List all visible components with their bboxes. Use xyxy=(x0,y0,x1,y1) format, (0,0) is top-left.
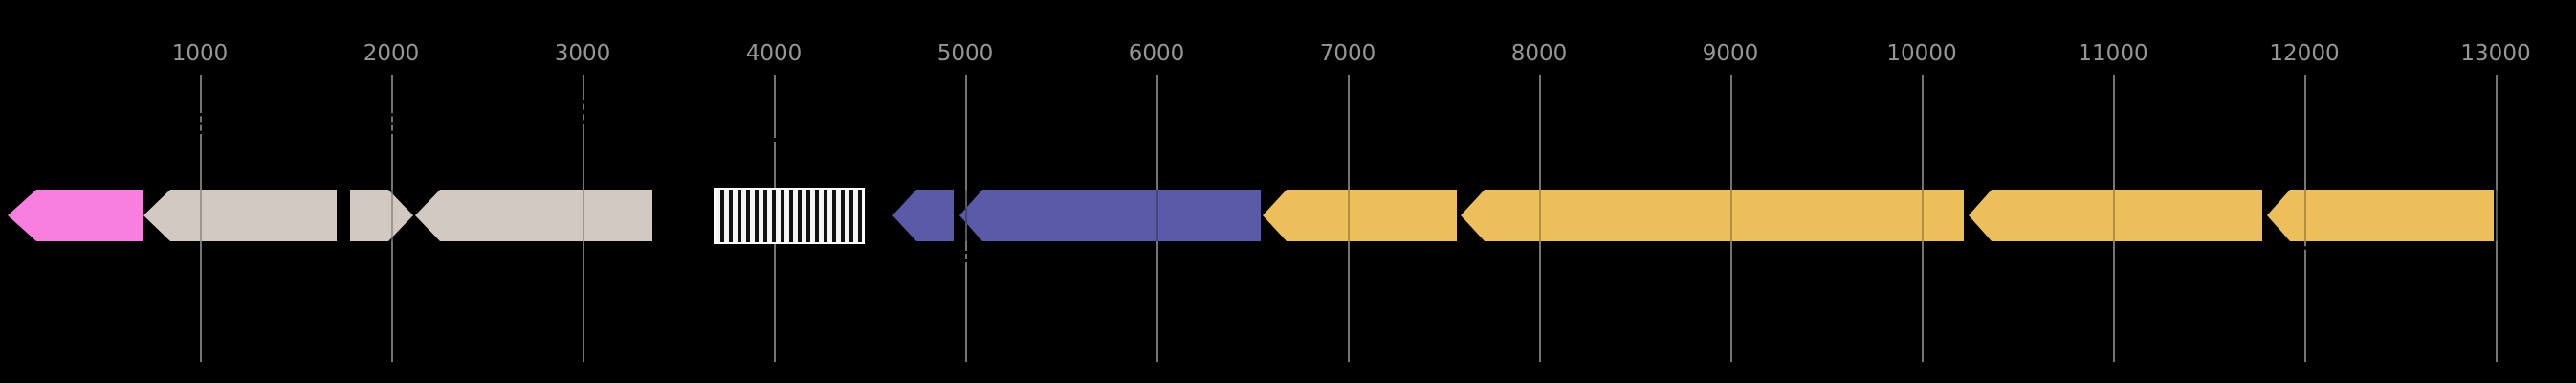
gridline xyxy=(774,75,776,132)
axis-tick-label: 4000 xyxy=(745,41,803,66)
gene-arrow-reverse xyxy=(959,190,1261,241)
gridline-seam xyxy=(965,190,967,241)
gridline xyxy=(965,245,967,268)
gridline-seam xyxy=(2113,190,2115,241)
axis-tick-label: 10000 xyxy=(1886,41,1957,66)
gridline xyxy=(2304,75,2306,241)
gridline-seam xyxy=(200,190,202,241)
axis-tick-label: 8000 xyxy=(1510,41,1568,66)
gridline xyxy=(200,140,202,362)
gene-arrow-reverse xyxy=(8,190,143,241)
gene-arrow-reverse xyxy=(1461,190,1964,241)
hatched-region xyxy=(714,188,865,244)
axis-tick-label: 2000 xyxy=(363,41,420,66)
gridline-seam xyxy=(2496,190,2498,241)
gridline-seam xyxy=(1539,190,1541,241)
gene-arrow-reverse xyxy=(415,190,652,241)
gridline xyxy=(2304,255,2306,362)
gridline-seam xyxy=(583,190,584,241)
gridline xyxy=(774,132,776,147)
gridline-seam xyxy=(391,190,393,241)
gene-arrow-forward xyxy=(350,190,413,241)
gene-arrow-reverse xyxy=(143,190,337,241)
gridline xyxy=(583,75,584,94)
gridline xyxy=(965,268,967,362)
gridline xyxy=(965,75,967,245)
gridline xyxy=(583,130,584,362)
gridline xyxy=(583,94,584,130)
gene-arrow-reverse xyxy=(892,190,954,241)
gridline-seam xyxy=(2304,190,2306,241)
gridline-seam xyxy=(1348,190,1350,241)
gridline-seam xyxy=(1156,190,1158,241)
axis-tick-label: 9000 xyxy=(1702,41,1759,66)
axis-tick-label: 6000 xyxy=(1128,41,1185,66)
axis-tick-label: 13000 xyxy=(2460,41,2531,66)
axis-tick-label: 7000 xyxy=(1319,41,1376,66)
gridline xyxy=(2496,75,2498,362)
axis-tick-label: 12000 xyxy=(2269,41,2340,66)
axis-tick-label: 1000 xyxy=(171,41,229,66)
axis-tick-label: 5000 xyxy=(936,41,994,66)
gridline xyxy=(391,75,393,107)
gridline-seam xyxy=(1922,190,1924,241)
gene-arrow-reverse xyxy=(1263,190,1457,241)
gridline xyxy=(2304,241,2306,255)
gridline xyxy=(200,75,202,107)
gridline xyxy=(391,107,393,140)
gene-arrow-reverse xyxy=(2267,190,2494,241)
gridline-seam xyxy=(1730,190,1732,241)
axis-tick-label: 11000 xyxy=(2078,41,2148,66)
gene-arrow-reverse xyxy=(1969,190,2262,241)
gridline xyxy=(200,107,202,140)
axis-tick-label: 3000 xyxy=(554,41,611,66)
gridline xyxy=(391,140,393,362)
gridline xyxy=(774,147,776,362)
